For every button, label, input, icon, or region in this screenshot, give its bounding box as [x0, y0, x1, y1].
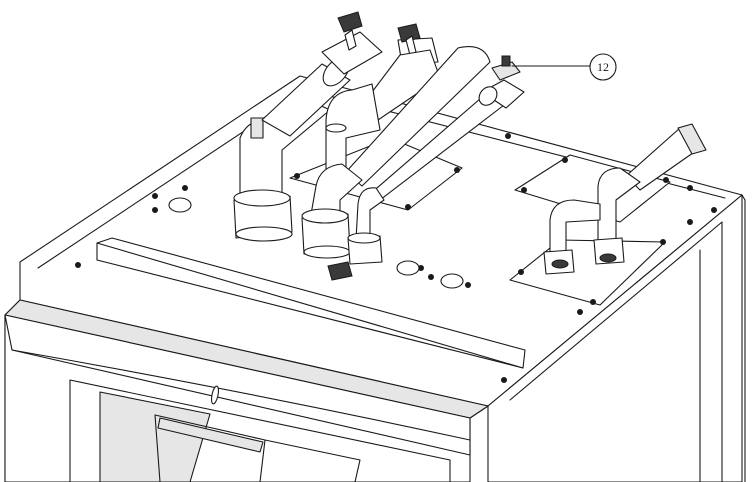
- callout-label: 12: [597, 60, 609, 74]
- bolt: [501, 377, 507, 383]
- bolt: [562, 157, 568, 163]
- quick-coupling: [327, 261, 353, 281]
- thin-pipe-drop: [355, 187, 385, 241]
- right-pipe-bend-2: [549, 199, 601, 253]
- knockout-hole: [440, 273, 464, 289]
- right-coupling: [677, 123, 707, 155]
- second-pipe-bend: [325, 83, 381, 173]
- bolt: [454, 167, 460, 173]
- bolt: [465, 282, 471, 288]
- bolt: [521, 187, 527, 193]
- bolt: [152, 193, 158, 199]
- front-bezel-lower: [4, 314, 471, 456]
- bolt: [518, 269, 524, 275]
- door-window: [99, 391, 211, 482]
- bolts: [75, 133, 717, 383]
- bolt: [182, 185, 188, 191]
- bolt: [505, 133, 511, 139]
- callout-12: 12: [511, 53, 617, 81]
- callout-bubble: [589, 53, 617, 81]
- bolt: [577, 309, 583, 315]
- third-pipe-long: [345, 46, 491, 187]
- bolt: [294, 173, 300, 179]
- pipe-left: [233, 57, 351, 242]
- bolt: [590, 299, 596, 305]
- logo-emblem: [210, 385, 220, 405]
- side-groove: [509, 221, 723, 482]
- control-strip: [96, 237, 526, 369]
- bolt: [75, 262, 81, 268]
- bolt: [660, 239, 666, 245]
- bolt: [711, 207, 717, 213]
- bolt: [405, 204, 411, 210]
- pipe-fourth: [327, 55, 525, 281]
- bolt: [663, 177, 669, 183]
- third-pipe-bend: [309, 163, 363, 221]
- cabinet: [4, 75, 746, 482]
- door-handle: [157, 417, 264, 453]
- bolt: [152, 207, 158, 213]
- pipes-right: [543, 123, 707, 275]
- valve-handle-1: [337, 11, 363, 33]
- drain-valve: [250, 117, 264, 139]
- knockout-hole: [396, 260, 420, 276]
- right-pipe-bend-1: [597, 167, 641, 241]
- valve-handle-2: [397, 23, 421, 43]
- knockout-hole: [168, 197, 192, 213]
- knockouts: [168, 197, 464, 289]
- bolt: [687, 219, 693, 225]
- pipe-third: [301, 46, 491, 259]
- bolt: [418, 265, 424, 271]
- bolt: [428, 274, 434, 280]
- right-face: [487, 194, 743, 482]
- bolt: [687, 185, 693, 191]
- pipe-second: [325, 49, 441, 173]
- valve-stem: [501, 55, 511, 67]
